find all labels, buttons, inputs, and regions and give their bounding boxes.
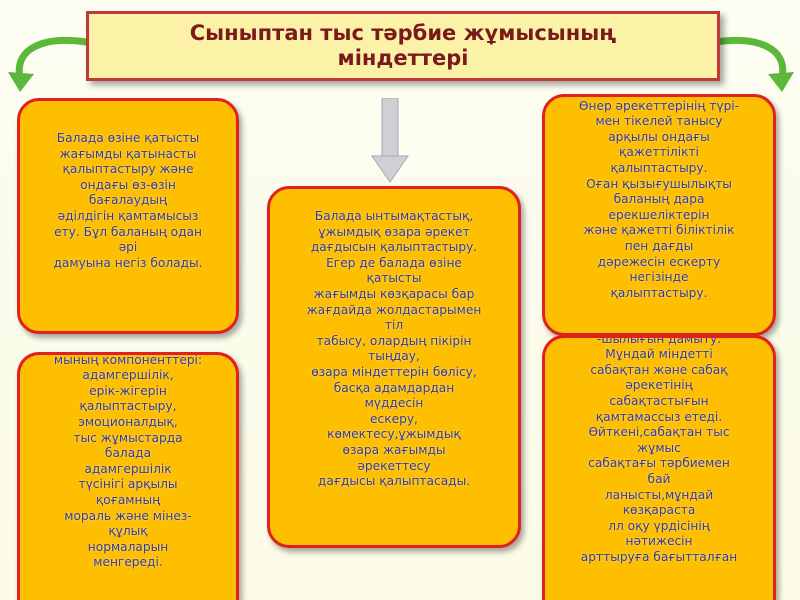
task-text-center: Балада ынтымақтастық, ұжымдық өзара әрек…: [306, 209, 482, 489]
task-box-center: Балада ынтымақтастық, ұжымдық өзара әрек…: [267, 186, 521, 548]
task-box-bottom-left: Баланың дүниетаны- мының компоненттері: …: [17, 352, 239, 600]
task-text-bottom-left: Баланың дүниетаны- мының компоненттері: …: [53, 352, 203, 570]
task-box-top-left: Балада өзіне қатысты жағымды қатынасты қ…: [17, 98, 239, 334]
task-text-top-left: Балада өзіне қатысты жағымды қатынасты қ…: [53, 131, 203, 270]
down-arrow-icon: [371, 98, 409, 183]
task-box-bottom-right: Баланың танымдық қызығу -шылығын дамыту.…: [542, 335, 776, 600]
task-text-bottom-right: Баланың танымдық қызығу -шылығын дамыту.…: [580, 335, 738, 564]
task-text-top-right: Балада әр түрлі көркем Өнер әрекеттеріні…: [578, 98, 740, 300]
curved-arrow-left-icon: [8, 37, 90, 92]
title-box: Сыныптан тыс тәрбие жұмысының міндеттері: [86, 11, 720, 81]
slide-title: Сыныптан тыс тәрбие жұмысының міндеттері: [189, 21, 617, 70]
task-box-top-right: Балада әр түрлі көркем Өнер әрекеттеріні…: [542, 94, 776, 336]
curved-arrow-right-icon: [712, 37, 794, 92]
